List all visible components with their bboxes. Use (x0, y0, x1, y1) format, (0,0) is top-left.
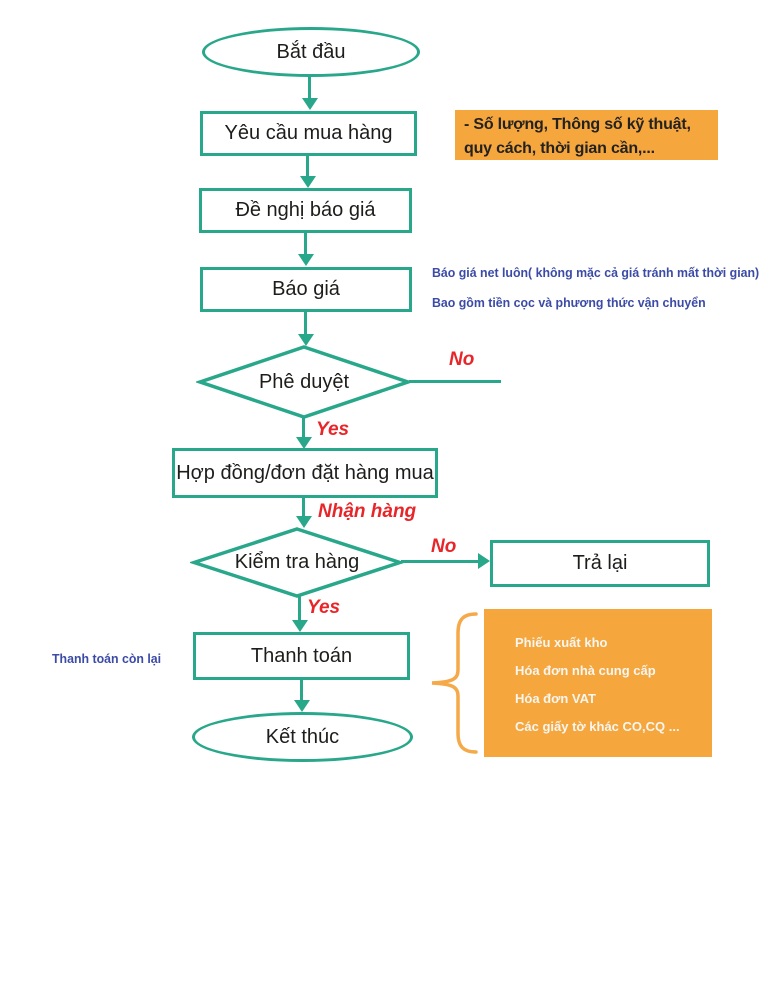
node-approval-label: Phê duyệt (258, 370, 350, 393)
node-rfq: Đề nghị báo giá (199, 188, 412, 233)
node-end-label: Kết thúc (265, 725, 340, 748)
inspection-no-line (401, 560, 480, 563)
node-quote-label: Báo giá (272, 278, 340, 300)
arrow-down-icon (298, 334, 314, 346)
flow-line-quote-to-approval (304, 311, 307, 334)
node-inspection-label: Kiểm tra hàng (234, 551, 360, 573)
node-rfq-label: Đề nghị báo giá (235, 199, 376, 221)
document-item: Phiếu xuất kho (515, 635, 608, 650)
flow-line-approval-to-contract (302, 416, 305, 437)
inspection-yes-label: Yes (307, 597, 341, 618)
arrow-down-icon (302, 98, 318, 110)
node-purchase-request: Yêu cầu mua hàng (200, 111, 417, 156)
approval-no-line (409, 380, 501, 383)
arrow-down-icon (294, 700, 310, 712)
node-inspection: Kiểm tra hàng (190, 526, 404, 599)
node-start-label: Bắt đầu (276, 40, 346, 63)
quote-note-line-2: Bao gồm tiền cọc và phương thức vận chuy… (432, 295, 706, 310)
node-start: Bắt đầu (202, 27, 420, 77)
arrow-down-icon (296, 437, 312, 449)
arrow-down-icon (300, 176, 316, 188)
approval-yes-label: Yes (316, 419, 350, 440)
node-approval: Phê duyệt (196, 344, 412, 420)
flow-line-contract-to-inspection (302, 497, 305, 516)
arrow-down-icon (298, 254, 314, 266)
flow-line-inspection-to-payment (298, 596, 301, 620)
document-item: Hóa đơn nhà cung cấp (515, 663, 656, 678)
flow-line-start-to-request (308, 76, 311, 98)
node-quote: Báo giá (200, 267, 412, 312)
document-item: Hóa đơn VAT (515, 691, 596, 706)
inspection-no-label: No (431, 536, 457, 557)
node-purchase-request-label: Yêu cầu mua hàng (224, 122, 393, 144)
arrow-down-icon (292, 620, 308, 632)
node-payment: Thanh toán (193, 632, 410, 680)
node-payment-label: Thanh toán (250, 644, 353, 667)
documents-note-box: Phiếu xuất kho Hóa đơn nhà cung cấp Hóa … (484, 609, 712, 757)
flow-line-request-to-rfq (306, 155, 309, 176)
inspection-diamond-shape (190, 527, 404, 598)
node-end: Kết thúc (192, 712, 413, 762)
node-contract-label: Hợp đồng/đơn đặt hàng mua (176, 461, 434, 484)
quote-note-line-1: Báo giá net luôn( không mặc cả giá tránh… (432, 265, 760, 280)
brace-icon (426, 610, 482, 761)
arrow-down-icon (296, 516, 312, 528)
approval-no-label: No (449, 349, 475, 370)
arrow-right-icon (478, 553, 490, 569)
requirements-note: - Số lượng, Thông số kỹ thuật, quy cách,… (455, 110, 718, 160)
payment-note: Thanh toán còn lại (52, 651, 162, 666)
node-return: Trả lại (490, 540, 710, 587)
flow-line-payment-to-end (300, 679, 303, 700)
flow-line-rfq-to-quote (304, 232, 307, 254)
document-item: Các giấy tờ khác CO,CQ ... (515, 719, 680, 734)
node-return-label: Trả lại (572, 552, 628, 574)
node-contract: Hợp đồng/đơn đặt hàng mua (172, 448, 438, 498)
receive-goods-label: Nhận hàng (318, 501, 417, 522)
